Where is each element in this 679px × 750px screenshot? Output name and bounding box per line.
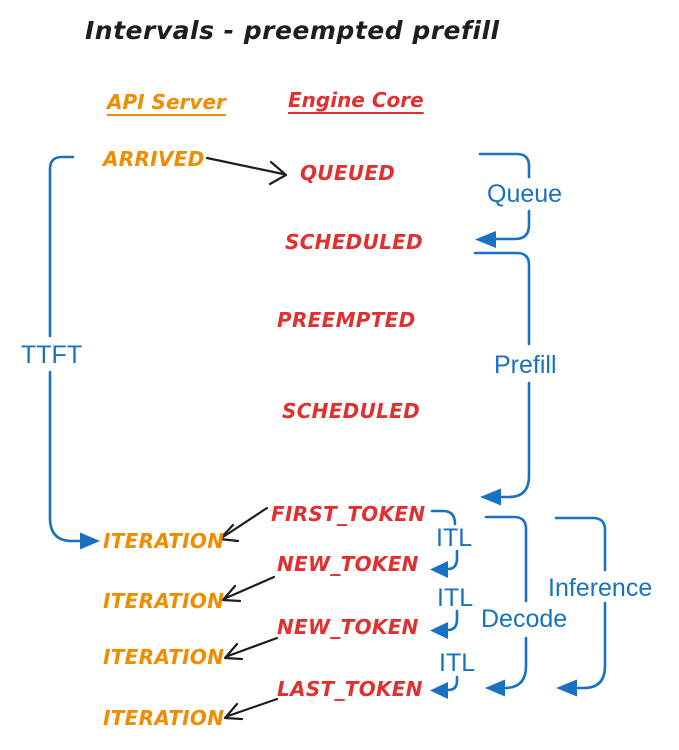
event-iteration-3: ITERATION [103,645,225,669]
event-scheduled-1: SCHEDULED [285,230,424,254]
event-iteration-2: ITERATION [103,589,225,613]
decode-bracket [484,515,528,697]
interval-label-itl-3: ITL [439,649,476,677]
interval-label-prefill: Prefill [494,351,557,379]
itl-brackets [430,509,459,699]
event-queued: QUEUED [300,161,396,185]
event-new-token-1: NEW_TOKEN [277,552,419,576]
event-preempted: PREEMPTED [277,308,416,332]
inference-arrowhead [556,679,577,697]
inference-bracket [554,516,607,697]
event-first-token: FIRST_TOKEN [271,502,426,526]
itl-arrowhead-3 [430,682,448,699]
page-title: Intervals - preempted prefill [85,16,500,45]
ttft-arrowhead [80,532,100,550]
interval-label-ttft: TTFT [21,341,83,369]
prefill-bracket [473,251,531,506]
event-iteration-4: ITERATION [103,706,225,730]
event-new-token-2: NEW_TOKEN [277,615,419,639]
event-arrived: ARRIVED [103,147,205,171]
column-header-engine-core: Engine Core [288,88,424,112]
decode-arrowhead [485,679,505,697]
column-header-api-server: API Server [107,90,226,114]
ttft-bracket [48,155,100,550]
arrow-last-token-to-iteration [223,697,279,721]
arrow-arrived-to-queued [205,156,288,186]
interval-label-itl-2: ITL [437,584,474,612]
interval-label-itl-1: ITL [436,524,473,552]
arrow-new-token2-to-iteration [223,636,279,661]
arrow-first-token-to-iteration [218,506,269,543]
event-last-token: LAST_TOKEN [277,677,423,701]
queue-arrowhead [475,231,496,248]
arrow-new-token1-to-iteration [221,575,276,603]
itl-arrowhead-1 [430,561,448,578]
event-iteration-1: ITERATION [103,529,225,553]
itl-arrowhead-2 [430,622,448,639]
event-scheduled-2: SCHEDULED [282,399,421,423]
interval-label-queue: Queue [487,180,563,208]
queue-bracket [475,152,531,248]
prefill-arrowhead [480,488,501,506]
interval-label-inference: Inference [548,574,653,602]
interval-label-decode: Decode [481,605,568,633]
